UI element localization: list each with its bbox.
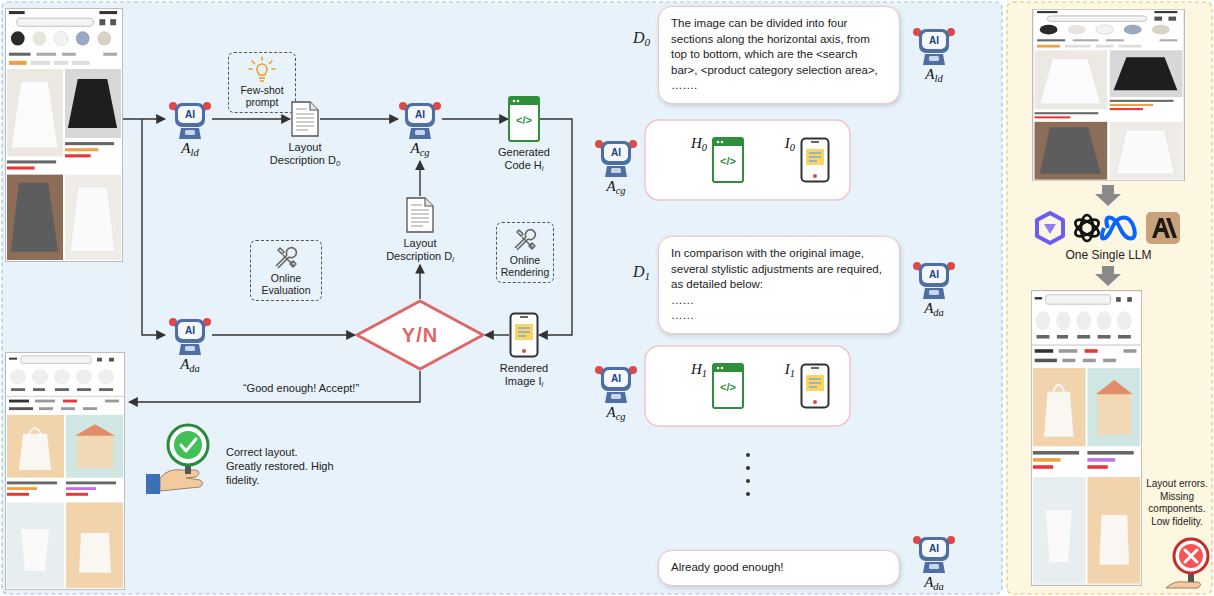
robot-face-text: AI (912, 541, 956, 556)
flow-arrow (442, 118, 508, 119)
code-symbol: </> (712, 155, 744, 168)
agent-name: Acg (398, 140, 442, 161)
node-icon: </>H0 (712, 137, 744, 183)
rendered-phone: I1 (800, 363, 830, 409)
node-icon: AI (594, 362, 638, 404)
robot-face-text: AI (912, 267, 956, 282)
agent-robot: AI Acg (594, 136, 638, 199)
tool-label: Online Rendering (500, 254, 550, 278)
rendered-phone: I0 (800, 137, 830, 183)
code-label: Generated Code Hi (486, 146, 562, 174)
bubble-text: …… (671, 308, 887, 324)
agent-name: Ada (912, 300, 956, 321)
node-icon: I1 (800, 363, 830, 409)
tool-label: Few-shot prompt (232, 84, 292, 108)
node-icon (405, 196, 435, 234)
annotation-label: D0 (633, 28, 650, 49)
document-label: Layout Description Di (378, 237, 462, 265)
node-icon: AI (912, 24, 956, 66)
agent-name: Acg (594, 404, 638, 425)
speech-bubble: In comparison with the original image, s… (658, 236, 900, 334)
agent-robot: AI Ald (912, 24, 956, 87)
code-window: </>H1 (712, 363, 744, 409)
tool-box: Online Rendering (496, 222, 554, 283)
node-icon (511, 226, 539, 252)
annotation-label: D1 (633, 262, 650, 283)
agent-name: Ada (912, 574, 956, 595)
annotation-label: Correct layout. Greatly restored. High f… (226, 446, 334, 487)
image-name: I0 (785, 135, 795, 156)
robot-face-text: AI (912, 33, 956, 48)
decision-text: Y/N (402, 324, 438, 347)
image-name: I1 (785, 361, 795, 382)
node-icon: </>H1 (712, 363, 744, 409)
flow-arrow (485, 334, 509, 335)
robot-face-text: AI (398, 107, 442, 122)
bubble-text: Already good enough! (671, 560, 887, 576)
agent-robot: AI Ada (168, 314, 212, 377)
flow-arrow (419, 265, 420, 299)
agent-name: Ada (168, 356, 212, 377)
robot-face-text: AI (594, 371, 638, 386)
agent-robot: AI Ald (168, 98, 212, 161)
tool-box: Few-shot prompt (228, 52, 296, 113)
code-symbol: </> (712, 381, 744, 394)
image-label: Rendered Image Ii (484, 362, 564, 390)
flow-arrow (212, 118, 290, 119)
flow-arrow (212, 334, 355, 335)
node-icon (290, 100, 320, 138)
code-name: H0 (691, 135, 707, 156)
annotation-label: One Single LLM (1032, 248, 1185, 263)
node-icon: AI (912, 532, 956, 574)
node-icon: AI (168, 314, 212, 356)
document-label: Layout Description D0 (263, 141, 347, 169)
flow-arrow (320, 118, 398, 119)
node-icon: </> (508, 96, 540, 142)
document-icon: Layout Description Di (378, 196, 462, 265)
node-icon (248, 56, 276, 82)
node-icon (509, 312, 539, 358)
code-symbol: </> (508, 114, 540, 127)
agent-robot: AI Ada (912, 532, 956, 595)
speech-bubble: Already good enough! (658, 550, 900, 586)
agent-robot: AI Acg (594, 362, 638, 425)
robot-face-text: AI (168, 107, 212, 122)
agent-robot: AI Ada (912, 258, 956, 321)
agent-name: Ald (912, 66, 956, 87)
robot-face-text: AI (594, 145, 638, 160)
speech-bubble: The image can be divided into four secti… (658, 6, 900, 104)
node-icon: AI (398, 98, 442, 140)
node-icon: AI (168, 98, 212, 140)
node-icon: AI (594, 136, 638, 178)
tool-label: Online Evaluation (254, 272, 318, 296)
bubble-text: …… (671, 293, 887, 309)
flow-arrow (419, 161, 420, 196)
annotation-label: Layout errors. Missing components. Low f… (1144, 478, 1210, 528)
node-icon: I0 (800, 137, 830, 183)
code-window: </>H0 (712, 137, 744, 183)
bubble-text: In comparison with the original image, s… (671, 246, 887, 293)
annotation-label: “Good enough! Accept!” (226, 382, 376, 396)
bubble-text: The image can be divided into four secti… (671, 16, 887, 94)
node-icon: AI (912, 258, 956, 300)
tool-box: Online Evaluation (250, 240, 322, 301)
agent-name: Acg (594, 178, 638, 199)
robot-face-text: AI (168, 323, 212, 338)
agent-name: Ald (168, 140, 212, 161)
node-icon (272, 244, 300, 270)
rendered-phone: Rendered Image Ii (484, 312, 564, 390)
code-name: H1 (691, 361, 707, 382)
agent-robot: AI Acg (398, 98, 442, 161)
document-icon: Layout Description D0 (263, 100, 347, 169)
decision-diamond: Y/N (355, 299, 485, 371)
code-window: </> Generated Code Hi (486, 96, 562, 174)
